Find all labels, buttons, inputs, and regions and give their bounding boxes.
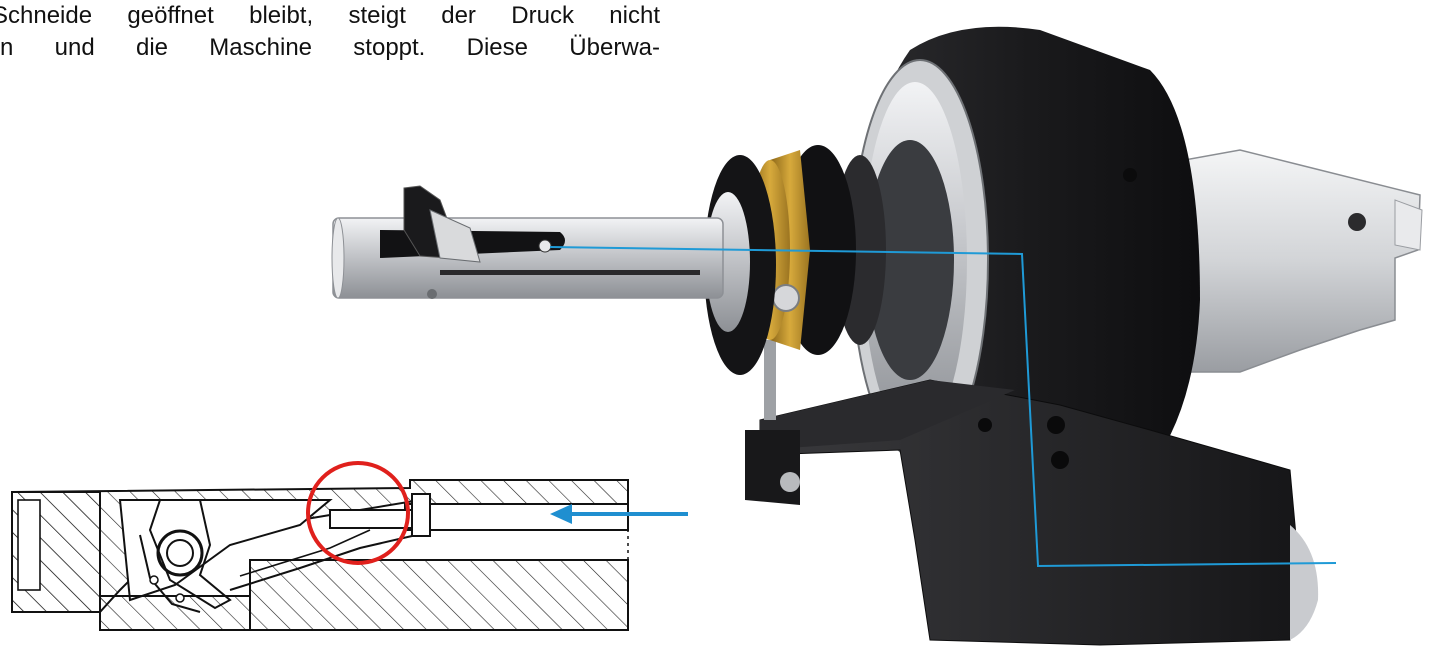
cross-section-drawing	[11, 461, 629, 631]
highlight-circle	[306, 461, 410, 565]
arrow-left-icon	[550, 504, 688, 524]
body-text: Schneide geöffnet bleibt, steigt der Dru…	[0, 0, 660, 64]
text-line-2: n und die Maschine stoppt. Diese Überwa-	[0, 34, 660, 61]
boring-tool-photo	[331, 26, 1423, 646]
text-line-1: Schneide geöffnet bleibt, steigt der Dru…	[0, 2, 660, 29]
leader-line	[549, 246, 1337, 568]
